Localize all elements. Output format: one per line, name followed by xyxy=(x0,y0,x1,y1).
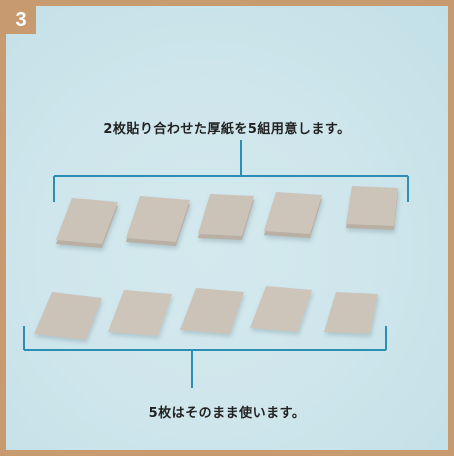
double-cardboard-4 xyxy=(264,192,322,238)
single-cardboard-4 xyxy=(250,286,312,332)
single-cardboard-1 xyxy=(34,292,102,340)
double-cardboard-5 xyxy=(346,186,398,230)
double-cardboard-row xyxy=(56,186,398,248)
bottom-bracket xyxy=(23,326,387,388)
double-cardboard-2 xyxy=(126,196,190,246)
single-cardboard-3 xyxy=(180,288,244,334)
top-caption: 2枚貼り合わせた厚紙を5組用意します。 xyxy=(103,122,351,137)
step-number-badge: 3 xyxy=(6,6,36,34)
double-cardboard-3 xyxy=(198,194,254,240)
double-cardboard-1 xyxy=(56,198,118,248)
single-cardboard-2 xyxy=(108,290,172,336)
single-cardboard-5 xyxy=(324,292,378,334)
top-bracket xyxy=(53,140,409,202)
bottom-caption: 5枚はそのまま使います。 xyxy=(148,406,306,421)
photo-panel: 2枚貼り合わせた厚紙を5組用意します。 5枚はそのまま使います。 xyxy=(6,6,448,450)
photo-illustration xyxy=(23,140,409,388)
single-cardboard-row xyxy=(34,286,378,340)
